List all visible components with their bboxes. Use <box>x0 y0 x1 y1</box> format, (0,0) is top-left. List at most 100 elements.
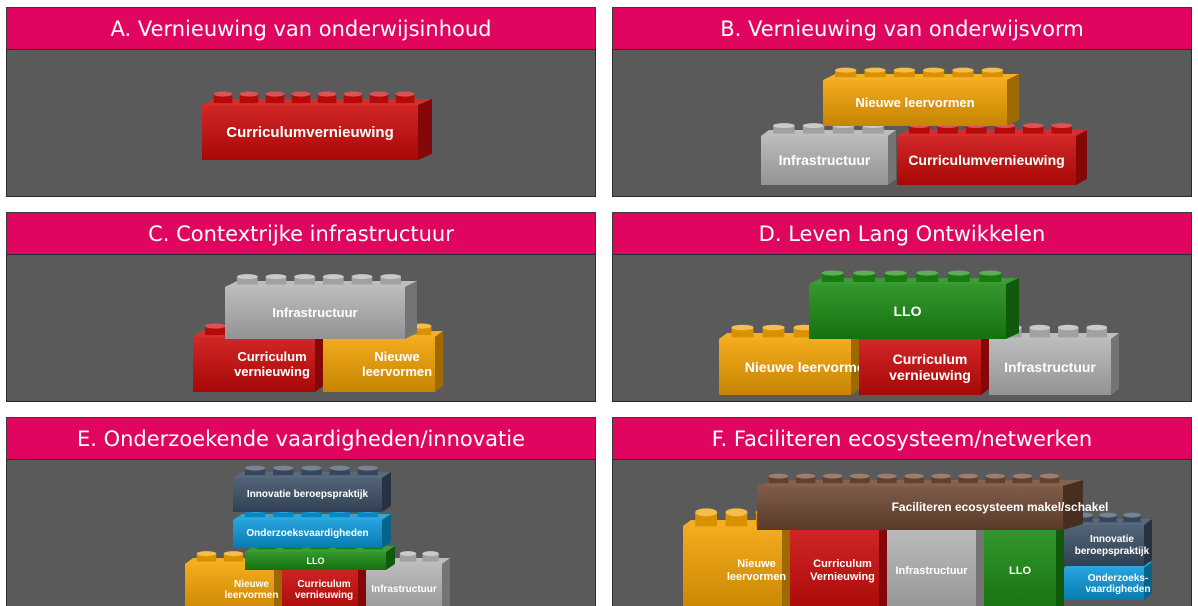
brick-nieuwe-leervormen: Nieuwe leervormen <box>823 66 1019 126</box>
brick-stud <box>850 476 870 484</box>
brick-stud <box>931 476 951 484</box>
brick-stud <box>994 125 1016 134</box>
brick-stud <box>937 125 959 134</box>
brick-shape <box>233 465 391 512</box>
brick-curriculumvernieuwing: Curriculumvernieuwing <box>202 88 432 160</box>
brick-stud <box>952 70 974 78</box>
brick-stud <box>369 94 389 104</box>
panel-d-body: Nieuwe leervormen Curriculum vernieuwing… <box>612 254 1192 402</box>
brick-stud <box>239 94 259 104</box>
brick-stud <box>965 125 987 134</box>
brick-stud <box>1075 515 1093 523</box>
brick-label: Nieuwe leervormen <box>726 558 787 583</box>
brick-stud <box>773 125 795 134</box>
brick-shape <box>233 507 391 548</box>
brick-shape <box>989 324 1119 395</box>
brick-stud <box>985 476 1006 484</box>
brick-stud <box>329 468 350 476</box>
brick-label: LLO <box>306 555 325 566</box>
brick-stud <box>301 510 322 518</box>
brick-stud <box>412 326 432 336</box>
brick-onderzoeks-vaardigheden: Onderzoeks-vaardigheden <box>1064 560 1152 600</box>
brick-infrastructuur: Infrastructuur <box>761 120 896 185</box>
brick-label: Nieuwe leervormen <box>361 348 433 379</box>
brick-stud <box>1022 125 1044 134</box>
brick-stud <box>244 510 266 518</box>
brick-innovatie-beroepspraktijk: Innovatie beroepspraktijk <box>1064 512 1152 566</box>
brick-label: Onderzoeks-vaardigheden <box>1085 572 1151 596</box>
brick-shape <box>225 274 417 339</box>
brick-stud <box>223 553 244 562</box>
brick-shape <box>202 91 432 160</box>
brick-label: LLO <box>893 303 922 320</box>
brick-stud <box>981 70 1003 78</box>
brick-stud <box>380 276 401 285</box>
brick-stud <box>301 468 322 476</box>
brick-label: Infrastructuur <box>1004 358 1096 375</box>
brick-label: Curriculumvernieuwing <box>226 123 394 141</box>
brick-stud <box>793 327 816 338</box>
brick-label: Nieuwe leervormen <box>855 94 975 110</box>
brick-stud <box>768 476 789 484</box>
brick-stud <box>1086 327 1108 338</box>
brick-label: Innovatie beroepspraktijk <box>246 489 369 501</box>
brick-shape <box>1064 512 1152 566</box>
brick-stud <box>947 273 970 283</box>
panel-f-body: Nieuwe leervormen Curriculum Vernieuwing… <box>612 459 1192 606</box>
brick-stud <box>904 476 924 484</box>
brick-stud <box>802 125 825 134</box>
brick-stud <box>958 476 978 484</box>
panel-b: B. Vernieuwing van onderwijsvorm Infrast… <box>612 7 1192 197</box>
brick-curriculumvernieuwing: Curriculumvernieuwing <box>897 120 1087 185</box>
brick-stud <box>1039 476 1060 484</box>
brick-shape <box>809 270 1019 339</box>
panel-d-title: D. Leven Lang Ontwikkelen <box>612 212 1192 254</box>
brick-label: Nieuwe leervormen <box>224 578 279 602</box>
brick-stud <box>916 273 939 283</box>
panel-c-body: Curriculum vernieuwing Nieuwe leervormen… <box>6 254 596 402</box>
brick-stud <box>731 327 754 338</box>
brick-onderzoeksvaardigheden: Onderzoeksvaardigheden <box>233 507 391 548</box>
brick-label: Curriculumvernieuwing <box>908 152 1065 169</box>
brick-stud <box>265 276 287 285</box>
brick-stud <box>1029 327 1051 338</box>
panel-c: C. Contextrijke infrastructuur Curriculu… <box>6 212 596 402</box>
brick-label: Infrastructuur <box>895 564 968 577</box>
brick-stud <box>1051 125 1073 134</box>
brick-stud <box>422 553 439 562</box>
brick-stud <box>317 94 337 104</box>
brick-stud <box>395 94 415 104</box>
panel-a-body: Curriculumvernieuwing <box>6 49 596 197</box>
brick-stud <box>351 276 373 285</box>
brick-label: Nieuwe leervormen <box>744 358 874 375</box>
brick-infrastructuur: Infrastructuur <box>225 271 417 339</box>
brick-label: Infrastructuur <box>778 152 871 169</box>
brick-stud <box>821 273 844 283</box>
brick-stud <box>923 70 945 78</box>
brick-stud <box>357 510 379 518</box>
brick-stud <box>213 94 233 104</box>
brick-stud <box>1099 515 1117 523</box>
brick-stud <box>832 125 855 134</box>
panel-a: A. Vernieuwing van onderwijsinhoud Curri… <box>6 7 596 197</box>
brick-stud <box>908 125 930 134</box>
panel-f: F. Faciliteren ecosysteem/netwerken Nieu… <box>612 417 1192 606</box>
brick-infrastructuur: Infrastructuur <box>989 321 1119 395</box>
panel-c-title: C. Contextrijke infrastructuur <box>6 212 596 254</box>
brick-stud <box>893 70 915 78</box>
panel-d: D. Leven Lang Ontwikkelen Nieuwe leervor… <box>612 212 1192 402</box>
brick-shape <box>757 473 1083 530</box>
brick-stud <box>877 476 897 484</box>
brick-shape <box>823 67 1019 126</box>
panel-b-title: B. Vernieuwing van onderwijsvorm <box>612 7 1192 49</box>
brick-stud <box>357 468 379 476</box>
brick-stud <box>853 273 876 283</box>
brick-label: Infrastructuur <box>371 584 437 596</box>
brick-stud <box>273 510 294 518</box>
brick-stud <box>835 70 857 78</box>
brick-label: Faciliteren ecosysteem makel/schakel <box>891 500 1109 515</box>
brick-stud <box>329 510 350 518</box>
brick-stud <box>399 553 417 562</box>
brick-stud <box>265 94 285 104</box>
brick-stud <box>884 273 907 283</box>
